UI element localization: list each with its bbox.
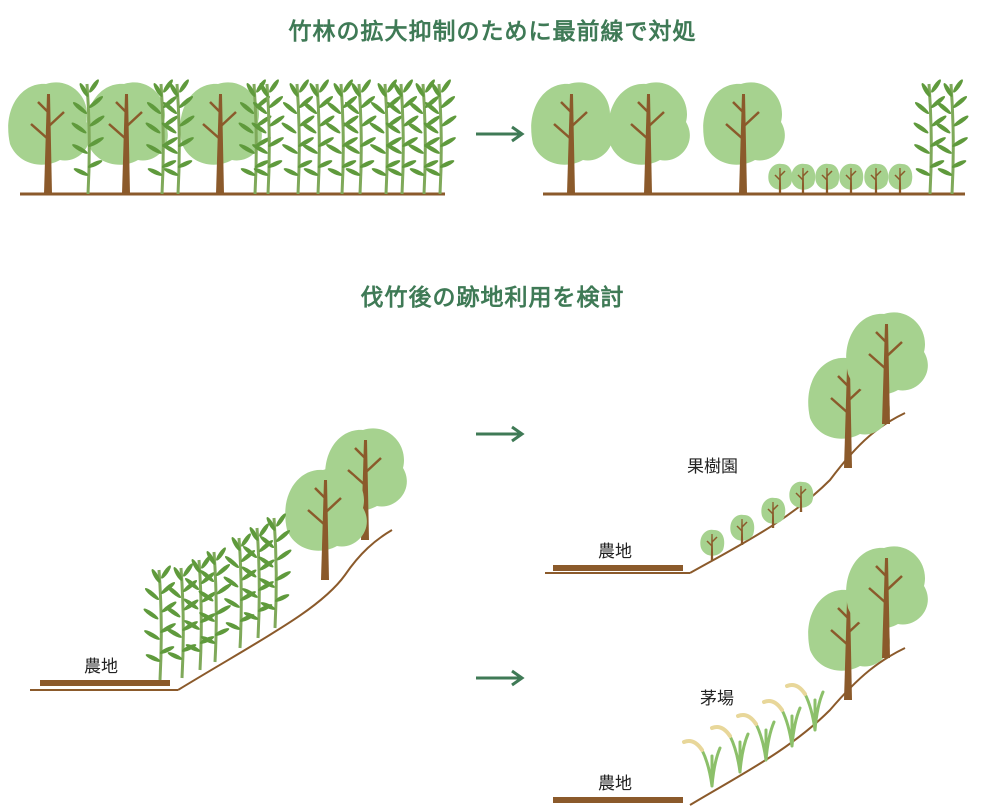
- bamboo-icon: [278, 76, 318, 196]
- label-farmland-grass: 農地: [598, 774, 632, 794]
- bamboo-icon: [910, 76, 950, 196]
- label-grassland: 茅場: [700, 689, 734, 709]
- pampas-grass-icon: [682, 739, 722, 788]
- bamboo-icon: [298, 76, 338, 196]
- sapling-icon: [788, 480, 815, 513]
- bamboo-icon: [340, 76, 380, 196]
- tree-icon: [606, 81, 692, 196]
- arrow-icon: [474, 125, 524, 143]
- sapling-icon: [814, 162, 841, 195]
- grassland-scene: [553, 545, 930, 806]
- sapling-icon: [767, 162, 794, 195]
- sapling-icon: [729, 513, 756, 546]
- tree-icon: [6, 81, 92, 196]
- sapling-icon: [760, 496, 787, 529]
- bottom-left-scene: [30, 427, 409, 691]
- arrow-icon: [474, 669, 524, 687]
- sapling-icon: [838, 162, 865, 195]
- bamboo-icon: [404, 76, 444, 196]
- bamboo-icon: [322, 76, 362, 196]
- sapling-icon: [863, 162, 890, 195]
- tree-icon: [529, 81, 615, 196]
- orchard-scene: [545, 311, 930, 574]
- label-farmland-before: 農地: [84, 657, 118, 677]
- label-farmland-orchard: 農地: [598, 542, 632, 562]
- sapling-icon: [790, 162, 817, 195]
- bamboo-icon: [162, 560, 202, 680]
- sapling-icon: [887, 162, 914, 195]
- bamboo-icon: [140, 562, 180, 682]
- label-orchard: 果樹園: [687, 457, 738, 477]
- heading-middle: 伐竹後の跡地利用を検討: [360, 285, 625, 311]
- bamboo-icon: [382, 76, 422, 196]
- bamboo-icon: [420, 76, 460, 196]
- arrow-icon: [474, 425, 524, 443]
- bamboo-icon: [366, 76, 406, 196]
- bamboo-icon: [932, 76, 972, 196]
- heading-top: 竹林の拡大抑制のために最前線で対処: [288, 19, 697, 45]
- top-left-scene: [6, 76, 460, 196]
- pampas-grass-icon: [710, 725, 750, 774]
- top-right-scene: [529, 76, 972, 196]
